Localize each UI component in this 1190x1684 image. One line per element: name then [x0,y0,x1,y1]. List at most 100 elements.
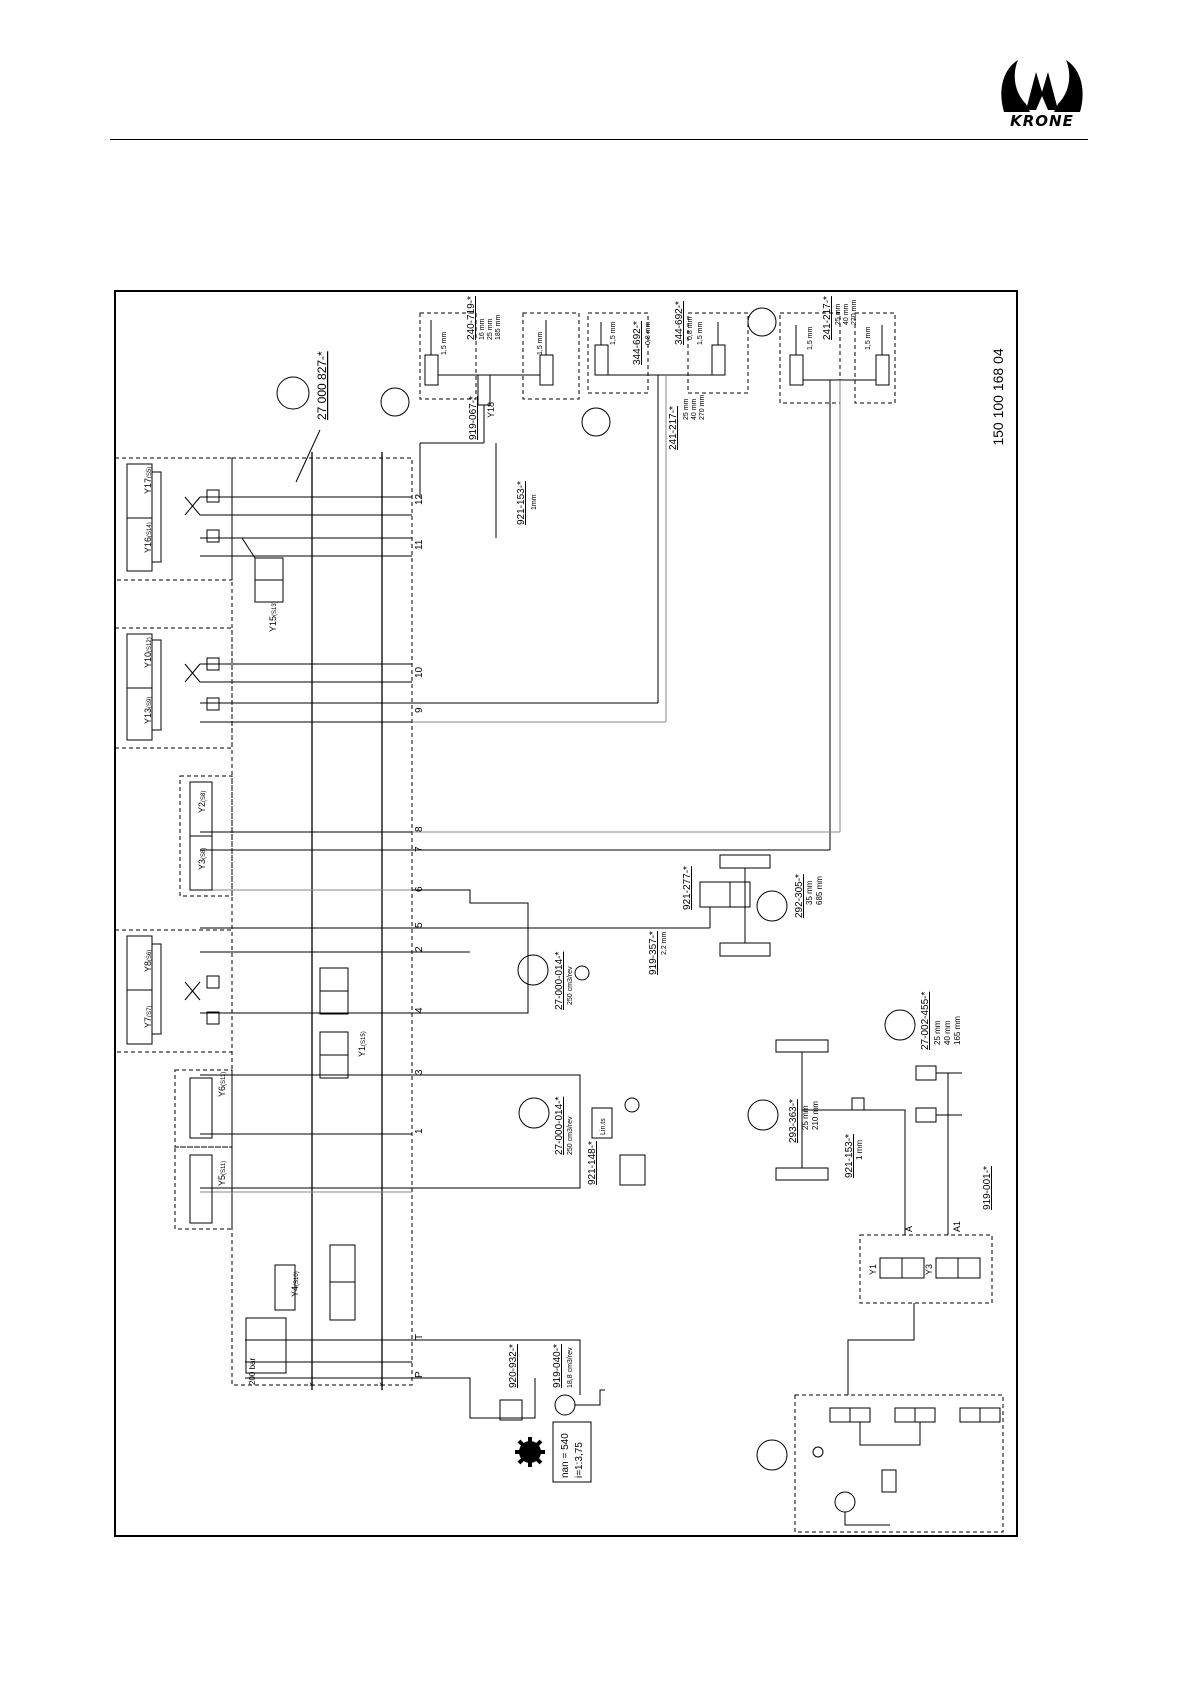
cyl-27-002-455-spec-0: 25 mm [933,1020,942,1045]
valve-y5: Y5(S11) [217,1161,227,1186]
cyl1-spec-0: 16 mm [479,318,486,340]
callout-circle [756,1439,788,1471]
cyl-241b-spec-1: 40 mm [843,303,850,325]
orifice-mid-spec: 1 mm [855,1140,864,1160]
svg-text:×: × [309,1380,314,1389]
cyl2-orifice-b: 1,5 mm [697,321,704,345]
filter-code: 920-932-* [508,1344,519,1388]
valve-block [231,457,413,1386]
svg-text:9: 9 [414,707,425,713]
valve-y3: Y3(S8) [197,848,207,870]
svg-text:2: 2 [414,946,425,952]
motor2-code: 27-000-014-* [554,1097,565,1155]
pump-spec: 18,8 cm3/rev [567,1347,574,1388]
cyl2-spec: 0,8 mm [687,316,694,340]
valve-y10: Y10(S12) [143,637,153,668]
callout-circle [756,890,788,922]
valve-919-001-code: 919-001-* [982,1166,993,1210]
valve-919-001-port-a1: A1 [952,1221,962,1232]
gear-line2: i=1:3,75 [574,1442,585,1478]
callout-circle [276,376,310,410]
valve-y7: Y7(S7) [143,1006,153,1028]
cyl-241a-spec-2: 270 mm [699,395,706,420]
cyl-27-002-455-spec-1: 40 mm [943,1020,952,1045]
orifice-top-spec: 1mm [531,494,538,510]
orifice-919-357-code: 919-357-* [648,931,659,975]
cyl-293-363-code: 293-363-* [788,1099,799,1143]
cyl-241b-spec-0: 25 mm [835,303,842,325]
gear-icon [515,1437,545,1467]
cyl-241b-orifice: 1,5 mm [807,326,814,350]
cyl-241b-spec-2: 270 mm [851,300,858,325]
cyl1-orifice: 1,5 mm [441,331,448,355]
valve-y15: Y15(S13) [268,601,278,632]
valve-919-001-y1: Y1 [868,1264,878,1275]
cyl-241b-code: 241-217-* [822,296,833,340]
cyl1-spec-1: 25 mm [487,318,494,340]
drawing-number: 150 100 168 04 [990,348,1006,446]
cyl-241b-orifice-b: 1,5 mm [865,326,872,350]
cyl-241a-spec-0: 25 mm [683,398,690,420]
valve-y16: Y16(S14) [143,522,153,553]
valve-y17: Y17(S5) [143,467,153,494]
valve-y8: Y8(S6) [143,950,153,972]
svg-text:11: 11 [414,539,425,550]
cyl-292-305-spec-1: 685 mm [815,876,824,905]
callout-circle [518,1097,550,1129]
svg-text:×: × [379,1380,384,1389]
motor2-box: Lin.ts [600,1118,607,1135]
svg-text:12: 12 [414,493,425,505]
cyl2-code-b: 344-692-* [674,301,685,345]
cyl-293-363-spec-0: 25 mm [801,1105,810,1130]
valve-y18: Y18 [486,402,496,418]
callout-circle [581,407,611,437]
orifice-top-code: 921-153-* [516,481,527,525]
valve-y2: Y2(S8) [197,791,207,813]
cyl-27-002-455-code: 27-002-455-* [920,992,931,1050]
cyl2-code-a: 344-692-* [632,321,643,365]
cyl-241a-spec-1: 40 mm [691,398,698,420]
valve-919-001-y3: Y3 [924,1264,934,1275]
header-rule [110,139,1088,140]
cyl-293-363-spec-1: 210 mm [811,1101,820,1130]
valve-y4: Y4(S10) [290,1271,300,1297]
orifice-mid-code: 921-153-* [844,1134,855,1178]
svg-text:P: P [414,1371,425,1378]
cyl1-spec-2: 185 mm [495,315,502,340]
cyl2-spec-b: 0,8 mm [645,321,652,345]
valve-y13: Y13(S9) [143,697,153,724]
cyl2-orifice: 1,5 mm [610,321,617,345]
valve-921-277-code: 921-277-* [682,866,693,910]
cyl-27-002-455-spec-2: 165 mm [953,1016,962,1045]
callout-circle [747,1099,779,1131]
svg-text:5: 5 [414,922,425,928]
callout-circle [884,1009,916,1041]
motor2-spec: 250 cm3/rev [567,1116,574,1155]
brand-name: KRONE [1010,112,1074,130]
valve-919-067-code: 919-067-* [468,396,479,440]
callout-circle [517,954,549,986]
motor1-spec: 250 cm3/rev [567,966,574,1005]
callout-circle [747,307,777,337]
svg-text:7: 7 [414,846,425,852]
valve-921-148-code: 921-148-* [587,1141,598,1185]
cyl-292-305-spec-0: 35 mm [805,880,814,905]
motor1-code: 27-000-014-* [554,952,565,1010]
callout-circle [380,387,410,417]
gear-line1: nan = 540 [560,1433,571,1478]
pump-code: 919-040-* [552,1344,563,1388]
relief-pressure: 200 bar [248,1358,257,1385]
cyl1-code: 240-719-* [466,296,477,340]
svg-text:10: 10 [414,666,425,678]
svg-text:8: 8 [414,826,425,832]
cyl-241a-code: 241-217-* [668,406,679,450]
svg-text:1: 1 [414,1128,425,1134]
svg-text:T: T [414,1334,425,1340]
cyl-292-305-code: 292-305-* [794,874,805,918]
svg-text:6: 6 [414,886,425,892]
valve-919-001-port-a: A [904,1226,914,1232]
orifice-919-357-spec: 2,2 mm [661,931,668,955]
drawing-frame [114,290,1018,1537]
svg-text:3: 3 [414,1069,425,1075]
